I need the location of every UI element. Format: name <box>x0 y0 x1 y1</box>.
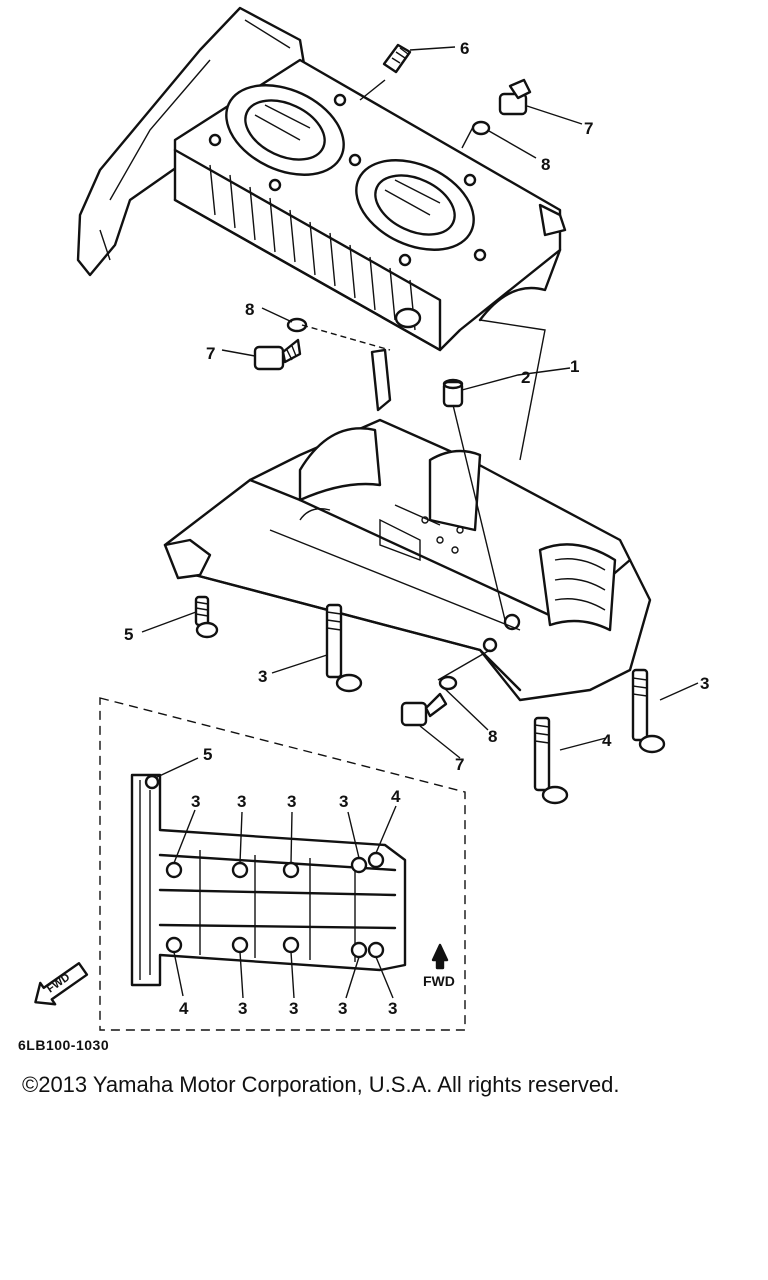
inset-top-label-1: 3 <box>191 792 200 811</box>
callout-4: 4 <box>602 731 612 750</box>
callout-7-lower: 7 <box>455 755 464 774</box>
bolt-part-7-left <box>253 338 302 371</box>
bolt-part-3-right <box>631 668 666 754</box>
callout-5: 5 <box>124 625 133 644</box>
callout-8-left: 8 <box>245 300 254 319</box>
bolt-part-6 <box>382 43 412 74</box>
callout-8-upper: 8 <box>541 155 550 174</box>
callout-1: 1 <box>570 357 579 376</box>
washer-part-8-lower <box>438 675 458 691</box>
inset-bottom-label-5: 3 <box>388 999 397 1018</box>
callout-7-left: 7 <box>206 344 215 363</box>
inset-callout-5: 5 <box>203 745 212 764</box>
callout-3-right: 3 <box>700 674 709 693</box>
callout-6: 6 <box>460 39 469 58</box>
inset-bottom-label-4: 3 <box>338 999 347 1018</box>
inset-bottom-label-3: 3 <box>289 999 298 1018</box>
inset-top-label-2: 3 <box>237 792 246 811</box>
callout-numbers: 6 7 8 8 7 2 1 5 3 3 8 4 7 <box>124 39 709 774</box>
bolt-part-7-upper <box>498 78 532 116</box>
inset-top-label-4: 3 <box>339 792 348 811</box>
lower-crankcase <box>163 348 652 702</box>
exploded-parts-diagram: 6 7 8 8 7 2 1 5 3 3 8 4 7 <box>34 6 709 1031</box>
inset-bottom-view <box>34 697 466 1031</box>
diagram-code: 6LB100-1030 <box>18 1037 110 1053</box>
dowel-pin <box>442 378 464 408</box>
washer-part-8-upper <box>471 120 491 136</box>
inset-bottom-label-2: 3 <box>238 999 247 1018</box>
bolt-part-4 <box>533 716 569 805</box>
copyright-notice: ©2013 Yamaha Motor Corporation, U.S.A. A… <box>22 1072 620 1097</box>
inset-bottom-label-1: 4 <box>179 999 189 1018</box>
callout-2: 2 <box>521 368 530 387</box>
bolt-part-3-left <box>325 603 363 693</box>
upper-crankcase <box>76 6 567 352</box>
callout-7-upper: 7 <box>584 119 593 138</box>
bolt-part-7-lower <box>400 692 448 727</box>
bolt-part-5 <box>194 595 219 639</box>
callout-8-lower: 8 <box>488 727 497 746</box>
inset-fwd-label: FWD <box>423 973 455 989</box>
leader-lines <box>141 46 699 759</box>
inset-top-label-3: 3 <box>287 792 296 811</box>
inset-top-label-5: 4 <box>391 787 401 806</box>
callout-3-left: 3 <box>258 667 267 686</box>
washer-part-8-left <box>286 317 308 333</box>
